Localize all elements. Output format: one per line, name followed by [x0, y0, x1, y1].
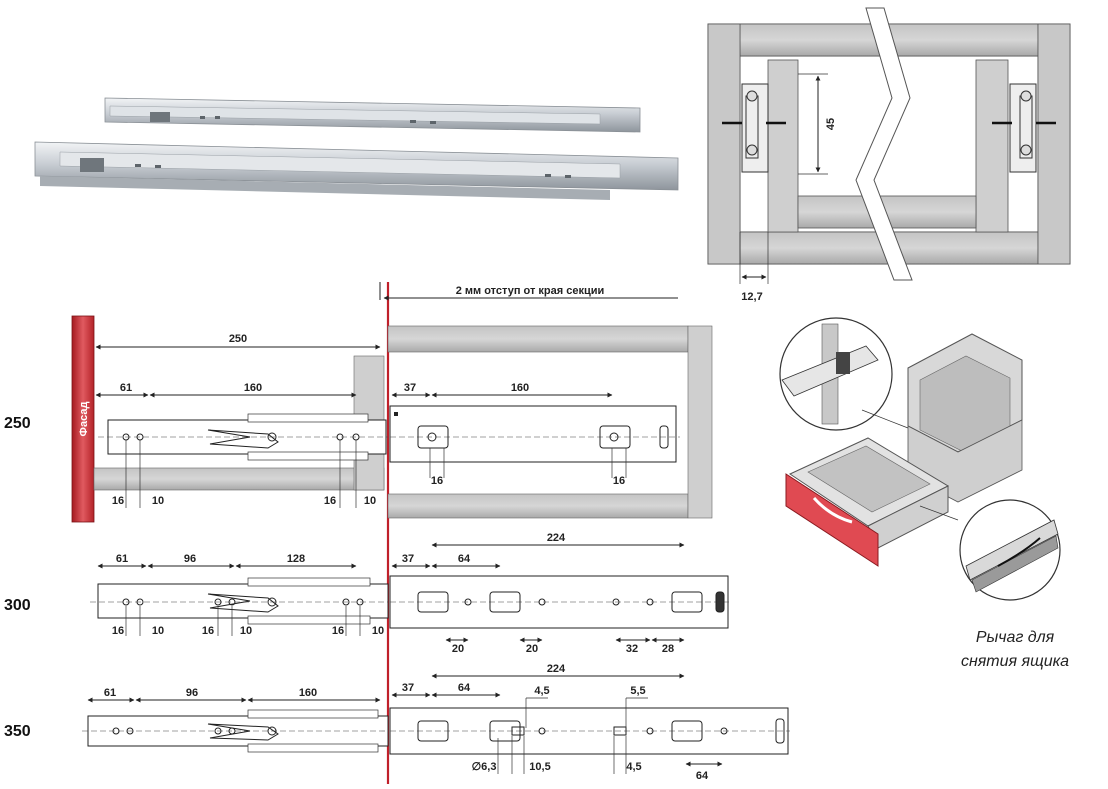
- height-dim-45: 45: [825, 118, 837, 130]
- svg-text:10: 10: [372, 625, 384, 637]
- svg-text:16: 16: [613, 475, 625, 487]
- svg-text:10,5: 10,5: [529, 761, 550, 773]
- svg-text:16: 16: [112, 625, 124, 637]
- svg-text:64: 64: [458, 682, 471, 694]
- clearance-dim-12-7: 12,7: [741, 291, 762, 303]
- svg-text:37: 37: [402, 682, 414, 694]
- lever-caption: Рычаг для снятия ящика: [930, 626, 1100, 674]
- svg-text:160: 160: [299, 687, 317, 699]
- svg-text:37: 37: [404, 382, 416, 394]
- svg-text:16: 16: [112, 495, 124, 507]
- svg-text:96: 96: [184, 553, 196, 565]
- svg-text:∅6,3: ∅6,3: [472, 761, 497, 773]
- svg-text:96: 96: [186, 687, 198, 699]
- svg-text:37: 37: [402, 553, 414, 565]
- svg-text:61: 61: [116, 553, 128, 565]
- svg-text:10: 10: [152, 625, 164, 637]
- row-300: 61 96 128 37 64 224 16 10 16 10 16 10 20…: [4, 532, 730, 655]
- svg-text:10: 10: [152, 495, 164, 507]
- caption-line-1: Рычаг для: [975, 629, 1055, 646]
- cabinet-section-diagram: 45 12,7: [707, 7, 1071, 303]
- svg-text:4,5: 4,5: [626, 761, 641, 773]
- facade-label: Фасад: [78, 402, 90, 437]
- svg-text:64: 64: [696, 770, 709, 782]
- dim-overall: 250: [229, 333, 247, 345]
- svg-text:10: 10: [240, 625, 252, 637]
- svg-text:28: 28: [662, 643, 674, 655]
- slide-photo: [34, 97, 679, 200]
- svg-text:20: 20: [452, 643, 464, 655]
- svg-text:224: 224: [547, 663, 566, 675]
- row-label-250: 250: [4, 415, 31, 432]
- svg-text:61: 61: [104, 687, 116, 699]
- svg-text:16: 16: [324, 495, 336, 507]
- svg-text:224: 224: [547, 532, 566, 544]
- svg-text:5,5: 5,5: [630, 685, 645, 697]
- svg-text:16: 16: [202, 625, 214, 637]
- svg-text:128: 128: [287, 553, 305, 565]
- facade-panel: [71, 315, 95, 523]
- offset-note: 2 мм отступ от края секции: [456, 285, 605, 297]
- svg-text:16: 16: [431, 475, 443, 487]
- row-label-350: 350: [4, 723, 31, 740]
- svg-text:64: 64: [458, 553, 471, 565]
- svg-text:20: 20: [526, 643, 538, 655]
- svg-text:10: 10: [364, 495, 376, 507]
- drawer-illustration: [779, 317, 1061, 601]
- svg-text:32: 32: [626, 643, 638, 655]
- svg-text:4,5: 4,5: [534, 685, 549, 697]
- row-label-300: 300: [4, 597, 31, 614]
- svg-text:160: 160: [511, 382, 529, 394]
- svg-text:61: 61: [120, 382, 132, 394]
- row-250: Фасад 250 61 160 37: [4, 315, 713, 523]
- caption-line-2: снятия ящика: [960, 653, 1070, 670]
- svg-text:160: 160: [244, 382, 262, 394]
- row-350: 61 96 160 37 64 224 4,5 5,5 ∅6,3 10,5 4,…: [4, 663, 790, 782]
- svg-text:16: 16: [332, 625, 344, 637]
